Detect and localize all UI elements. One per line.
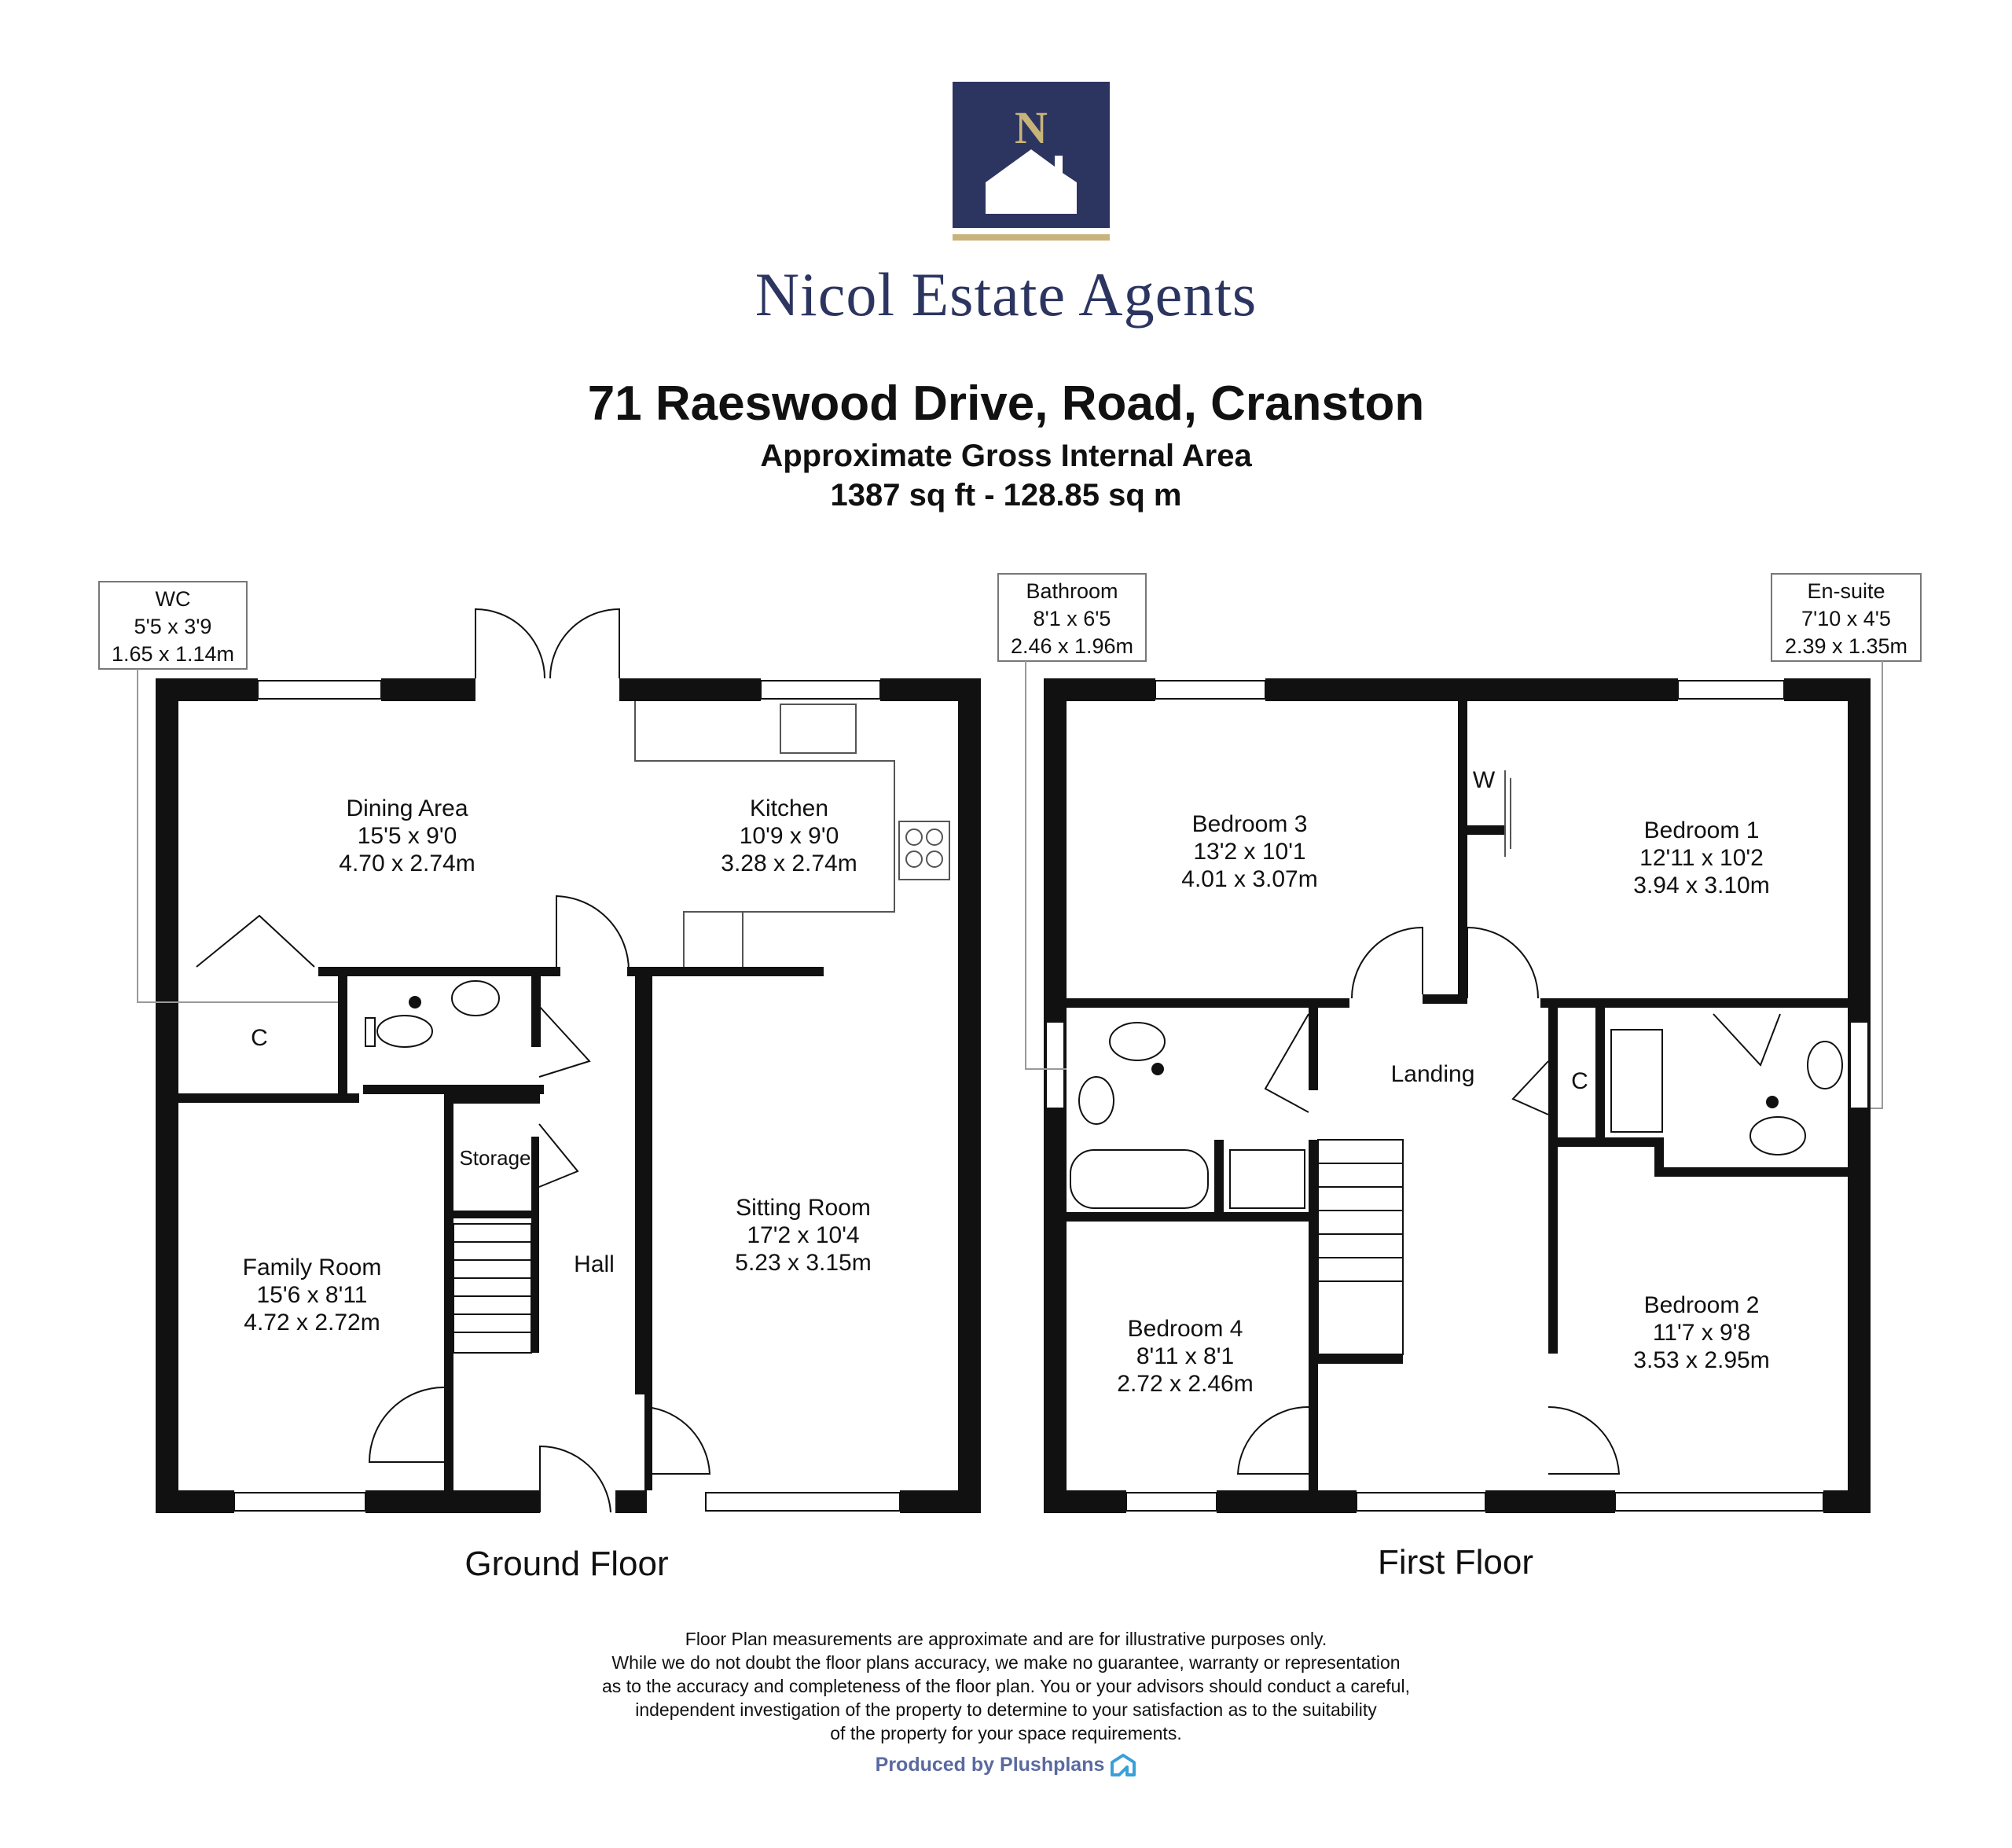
wc-imperial: 5'5 x 3'9: [134, 615, 212, 638]
ensuite-leader-line: [1871, 661, 1883, 1109]
bedroom3-name: Bedroom 3: [1192, 811, 1308, 837]
dining-imperial: 15'5 x 9'0: [358, 823, 457, 849]
wc-label-box: [98, 581, 248, 670]
first-floor-plan: Bathroom 8'1 x 6'5 2.46 x 1.96m En-suite…: [997, 573, 1922, 1582]
bathroom-leader-line: [1025, 661, 1067, 1070]
bedroom2-imperial: 11'7 x 9'8: [1653, 1320, 1750, 1346]
bathroom-pipe-icon: [1151, 1063, 1164, 1075]
first-floor-stairs: [1317, 1139, 1404, 1355]
sitting-name: Sitting Room: [736, 1195, 871, 1221]
wc-name: WC: [156, 587, 191, 611]
bedroom4-metric: 2.72 x 2.46m: [1117, 1371, 1253, 1397]
ensuite-label-box: [1771, 573, 1922, 662]
family-name: Family Room: [243, 1255, 382, 1280]
ground-floor-label: Ground Floor: [464, 1545, 668, 1583]
house-icon: [986, 149, 1077, 214]
logo-underline: [953, 234, 1110, 241]
page-title: 71 Raeswood Drive, Road, Cranston: [587, 377, 1425, 431]
logo-letter: N: [1015, 102, 1048, 153]
disclaimer: Floor Plan measurements are approximate …: [0, 1627, 2012, 1745]
wc-leader-line: [137, 669, 338, 1003]
ground-floor-plan: WC 5'5 x 3'9 1.65 x 1.14m Dining Area 15…: [98, 581, 981, 1583]
hall-name: Hall: [574, 1251, 615, 1277]
disclaimer-line: While we do not doubt the floor plans ac…: [611, 1652, 1401, 1673]
wc-metric: 1.65 x 1.14m: [112, 642, 234, 666]
bathroom-imperial: 8'1 x 6'5: [1034, 607, 1111, 630]
produced-by-text: Produced by Plushplans: [875, 1753, 1105, 1776]
bathroom-name: Bathroom: [1026, 579, 1118, 603]
landing-name: Landing: [1391, 1061, 1475, 1087]
bedroom2-metric: 3.53 x 2.95m: [1633, 1347, 1769, 1373]
bedroom1-metric: 3.94 x 3.10m: [1633, 873, 1769, 898]
kitchen-worktop: [634, 701, 950, 967]
ground-stairs: [453, 1223, 532, 1354]
wc-fittings: [365, 980, 500, 1048]
area-value: 1387 sq ft - 128.85 sq m: [830, 478, 1182, 513]
kitchen-imperial: 10'9 x 9'0: [740, 823, 839, 849]
bathroom-fittings: [1070, 1022, 1843, 1209]
bathroom-label-box: [997, 573, 1147, 662]
bedroom4-imperial: 8'11 x 8'1: [1136, 1343, 1234, 1369]
wc-pipe-icon: [409, 996, 421, 1009]
plushplans-logo-icon: [1111, 1754, 1136, 1777]
bedroom4-name: Bedroom 4: [1128, 1316, 1243, 1342]
wardrobe-name: W: [1473, 767, 1496, 793]
disclaimer-line: independent investigation of the propert…: [635, 1699, 1377, 1720]
bedroom3-imperial: 13'2 x 10'1: [1193, 839, 1305, 865]
sitting-metric: 5.23 x 3.15m: [735, 1250, 871, 1276]
disclaimer-line: Floor Plan measurements are approximate …: [685, 1629, 1327, 1649]
ground-cupboard-name: C: [251, 1025, 268, 1051]
dining-metric: 4.70 x 2.74m: [339, 851, 475, 876]
kitchen-name: Kitchen: [750, 795, 828, 821]
bedroom2-name: Bedroom 2: [1644, 1292, 1760, 1318]
family-imperial: 15'6 x 8'11: [256, 1282, 367, 1308]
storage-name: Storage: [459, 1146, 531, 1170]
disclaimer-line: as to the accuracy and completeness of t…: [602, 1676, 1410, 1696]
area-subtitle: Approximate Gross Internal Area: [760, 439, 1252, 473]
first-floor-label: First Floor: [1378, 1543, 1533, 1582]
family-metric: 4.72 x 2.72m: [244, 1310, 380, 1335]
ensuite-imperial: 7'10 x 4'5: [1801, 607, 1891, 630]
bedroom1-name: Bedroom 1: [1644, 817, 1760, 843]
sitting-imperial: 17'2 x 10'4: [747, 1222, 859, 1248]
disclaimer-line: of the property for your space requireme…: [830, 1723, 1182, 1743]
bathroom-metric: 2.46 x 1.96m: [1011, 634, 1133, 658]
first-floor-doors: [1236, 926, 1781, 1475]
ensuite-name: En-suite: [1807, 579, 1885, 603]
ensuite-pipe-icon: [1766, 1096, 1779, 1108]
ground-floor-walls: [156, 678, 981, 1513]
dining-name: Dining Area: [346, 795, 468, 821]
first-floor-windows: [1045, 680, 1869, 1512]
first-cupboard-name: C: [1571, 1068, 1588, 1094]
bedroom1-imperial: 12'11 x 10'2: [1639, 845, 1764, 871]
ground-floor-doors: [196, 608, 711, 1513]
produced-by: Produced by Plushplans: [0, 1753, 2012, 1777]
ground-floor-windows: [233, 680, 901, 1512]
bedroom3-metric: 4.01 x 3.07m: [1181, 866, 1317, 892]
brand-name: Nicol Estate Agents: [754, 260, 1258, 329]
company-logo: N: [953, 82, 1110, 241]
ensuite-metric: 2.39 x 1.35m: [1785, 634, 1907, 658]
kitchen-metric: 3.28 x 2.74m: [721, 851, 857, 876]
wardrobe-doors: [1504, 770, 1511, 857]
